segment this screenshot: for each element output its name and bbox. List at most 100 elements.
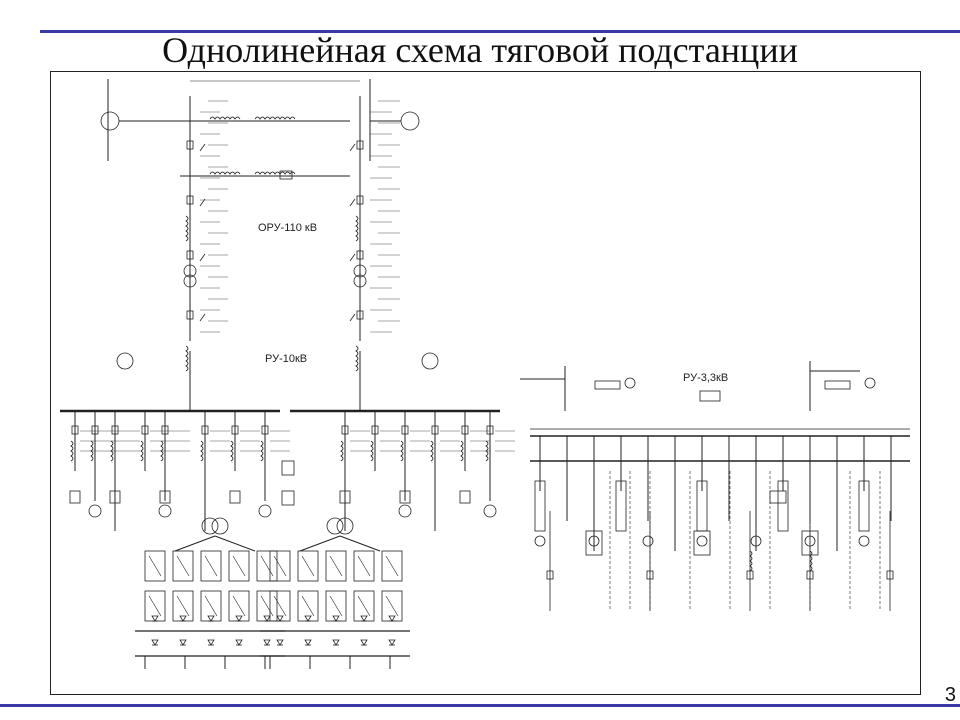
breaker-symbol: [341, 425, 349, 435]
component-circle: [864, 377, 876, 389]
component-circle: [483, 504, 497, 518]
footer-rule: [0, 704, 960, 707]
coil-symbol: [209, 116, 241, 120]
diode-symbol: [207, 615, 215, 622]
coil-symbol: [355, 215, 359, 242]
component-box: [693, 530, 711, 556]
rectifier-cell: [269, 550, 291, 582]
diode-symbol: [263, 615, 271, 622]
breaker-symbol: [461, 425, 469, 435]
wire: [299, 535, 341, 552]
diode-slash: [385, 555, 399, 577]
component-box: [279, 170, 293, 180]
breaker-symbol: [886, 570, 894, 580]
component-box: [801, 530, 819, 556]
diode-slash: [357, 555, 371, 577]
transformer-winding: [326, 517, 344, 535]
diode-slash: [204, 595, 218, 617]
transformer-winding: [336, 517, 354, 535]
rectifier-cell: [297, 550, 319, 582]
breaker-symbol: [231, 425, 239, 435]
diode-slash: [176, 555, 190, 577]
transformer-winding: [183, 274, 197, 288]
rectifier-cell: [228, 550, 250, 582]
switch-symbol: [349, 143, 356, 152]
diode-symbol: [360, 615, 368, 622]
coil-symbol: [355, 345, 359, 372]
single-line-diagram: ОРУ-110 кВ РУ-10кВ РУ-3,3кВ: [60, 79, 910, 669]
diode-slash: [148, 555, 162, 577]
breaker-symbol: [141, 425, 149, 435]
component-circle: [534, 535, 546, 547]
component-circle: [398, 504, 412, 518]
coil-symbol: [749, 550, 753, 572]
diode-slash: [301, 595, 315, 617]
coil-symbol: [185, 345, 189, 372]
diode-symbol: [207, 639, 215, 646]
component-box: [699, 390, 721, 402]
generator-symbol: [421, 352, 439, 370]
diode-slash: [329, 595, 343, 617]
component-box: [281, 490, 295, 506]
rectifier-cell: [256, 550, 278, 582]
component-box: [534, 480, 546, 532]
diode-slash: [176, 595, 190, 617]
breaker-symbol: [356, 250, 364, 260]
breaker-symbol: [546, 570, 554, 580]
breaker-symbol: [431, 425, 439, 435]
diode-symbol: [263, 639, 271, 646]
breaker-symbol: [646, 570, 654, 580]
transformer-winding: [353, 264, 367, 278]
transformer-winding: [353, 274, 367, 288]
coil-symbol: [70, 440, 74, 462]
breaker-symbol: [186, 250, 194, 260]
breaker-symbol: [371, 425, 379, 435]
switch-symbol: [199, 253, 206, 262]
switch-symbol: [349, 313, 356, 322]
transformer-winding: [183, 264, 197, 278]
breaker-symbol: [161, 425, 169, 435]
component-box: [769, 490, 787, 504]
generator-symbol: [400, 111, 420, 131]
diode-symbol: [388, 639, 396, 646]
diode-symbol: [304, 615, 312, 622]
rectifier-cell: [353, 550, 375, 582]
diode-symbol: [304, 639, 312, 646]
breaker-symbol: [356, 140, 364, 150]
breaker-symbol: [401, 425, 409, 435]
coil-symbol: [370, 440, 374, 462]
coil-symbol: [110, 440, 114, 462]
title-underline: [40, 30, 960, 33]
component-circle: [804, 535, 816, 547]
coil-symbol: [90, 440, 94, 462]
diode-slash: [232, 555, 246, 577]
coil-symbol: [460, 440, 464, 462]
breaker-symbol: [186, 310, 194, 320]
diode-symbol: [179, 615, 187, 622]
diode-symbol: [332, 639, 340, 646]
component-box: [159, 490, 171, 504]
component-circle: [750, 535, 762, 547]
component-box: [339, 490, 351, 504]
component-box: [109, 490, 121, 504]
section-label-oru: ОРУ-110 кВ: [258, 222, 317, 234]
rectifier-cell: [144, 550, 166, 582]
wire: [339, 535, 381, 552]
diode-slash: [357, 595, 371, 617]
coil-symbol: [340, 440, 344, 462]
component-box: [69, 490, 81, 504]
component-box: [615, 480, 627, 532]
diode-slash: [148, 595, 162, 617]
generator-symbol: [100, 111, 120, 131]
coil-symbol: [200, 440, 204, 462]
diode-symbol: [388, 615, 396, 622]
section-label-ru33: РУ-3,3кВ: [683, 372, 728, 384]
coil-symbol: [260, 440, 264, 462]
component-circle: [624, 377, 636, 389]
component-circle: [88, 504, 102, 518]
page-number: 3: [944, 684, 956, 706]
component-box: [777, 480, 789, 532]
coil-symbol: [140, 440, 144, 462]
diode-symbol: [179, 639, 187, 646]
generator-symbol: [116, 352, 134, 370]
